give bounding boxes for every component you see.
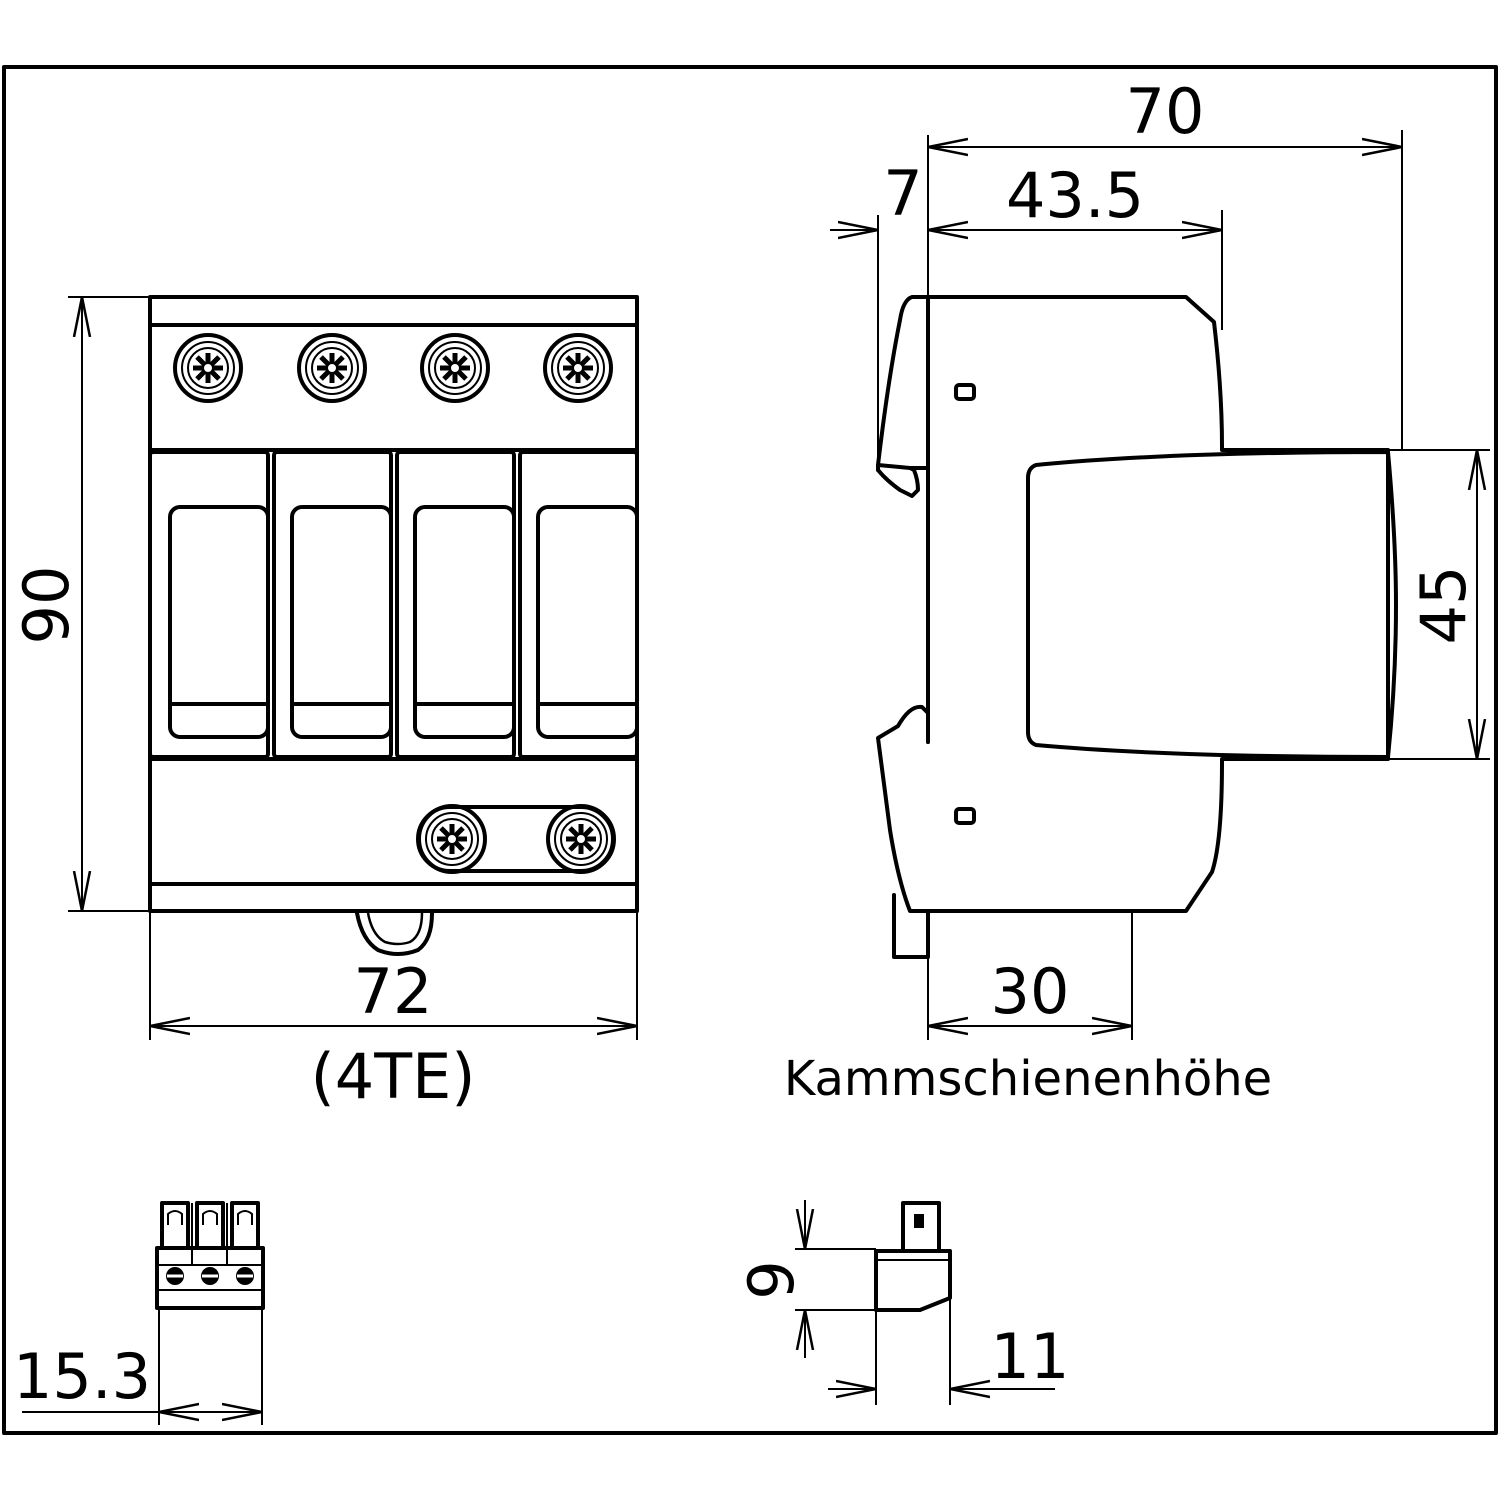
side-view	[876, 295, 1398, 959]
terminal-screw-icon	[175, 335, 241, 401]
rail-foot	[892, 893, 930, 959]
dimension-height-9: 9	[735, 1200, 876, 1358]
plug-body	[874, 1249, 952, 1312]
dimension-label: 7	[883, 157, 922, 230]
front-view	[148, 295, 639, 956]
status-indicator-icon	[954, 383, 976, 401]
side-housing	[876, 295, 1390, 913]
dimension-label: 45	[1407, 566, 1480, 645]
dimension-label: 9	[735, 1260, 808, 1299]
dimension-height-45: 45	[1388, 449, 1490, 760]
dimension-label: 90	[10, 566, 83, 645]
terminal-screw-icon	[299, 335, 365, 401]
comb-busbar-height-label: Kammschienenhöhe	[784, 1051, 1272, 1107]
connector-detail	[155, 1201, 265, 1310]
dimension-label: 43.5	[1006, 159, 1144, 232]
dimension-width-11: 11	[828, 1298, 1069, 1405]
terminal-screw-icon	[419, 806, 485, 872]
drawing-frame	[2, 65, 1498, 1435]
dimension-height-90: 90	[10, 296, 150, 912]
module-cap	[1026, 450, 1398, 759]
protection-module	[518, 450, 639, 759]
dimension-label: 11	[991, 1320, 1070, 1393]
plug-detail	[874, 1201, 952, 1312]
dimension-height-30: 30	[927, 911, 1133, 1040]
dimension-depth-70: 70	[927, 75, 1403, 450]
protection-module	[395, 450, 516, 759]
dimension-offset-7: 7	[830, 157, 968, 465]
dimension-depth-43-5: 43.5	[928, 159, 1223, 330]
terminal-screw-icon	[545, 335, 611, 401]
dimension-units-label: (4TE)	[311, 1040, 476, 1113]
terminal-screw-icon	[548, 806, 614, 872]
dimension-width-15-3: 15.3	[13, 1308, 263, 1425]
dimension-label: 15.3	[13, 1340, 151, 1413]
status-indicator-icon	[954, 807, 976, 825]
protection-module	[148, 450, 270, 759]
din-clip	[355, 911, 434, 956]
protection-module	[272, 450, 393, 759]
dimension-label: 30	[991, 955, 1070, 1028]
dimension-label: 70	[1126, 75, 1205, 148]
terminal-screw-icon	[422, 335, 488, 401]
dimension-width-72: 72 (4TE)	[149, 911, 638, 1113]
dimension-label: 72	[354, 955, 433, 1028]
